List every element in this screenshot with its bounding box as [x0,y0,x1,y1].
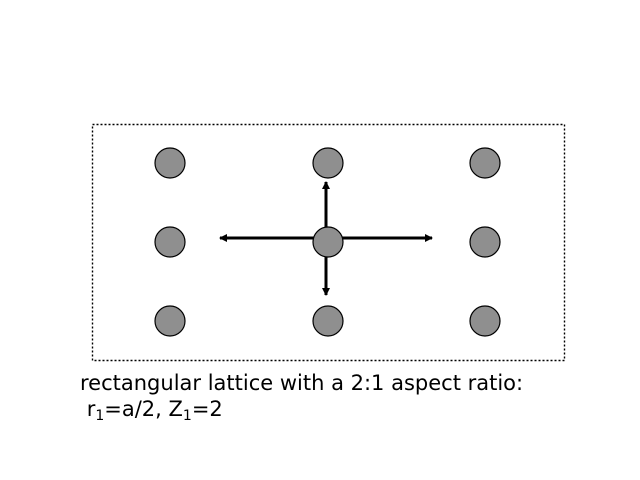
lattice-site [154,147,186,179]
lattice-site [154,226,186,258]
lattice-site-center [312,226,344,258]
lattice-site [469,147,501,179]
caption-line-2: r1=a/2, Z1=2 [86,397,223,424]
diagram-caption: rectangular lattice with a 2:1 aspect ra… [80,370,524,424]
z-subscript: 1 [182,408,192,424]
lattice-sites [154,147,501,337]
r-value: =a/2, [104,397,169,421]
lattice-site [469,226,501,258]
lattice-site [469,305,501,337]
lattice-site [154,305,186,337]
lattice-site [312,305,344,337]
unit-cell-box [91,123,566,362]
r-symbol: r [86,397,96,421]
z-symbol: Z [168,397,183,421]
z-value: =2 [191,397,223,421]
lattice-site [312,147,344,179]
caption-line-1: rectangular lattice with a 2:1 aspect ra… [80,371,524,395]
r-subscript: 1 [95,408,105,424]
